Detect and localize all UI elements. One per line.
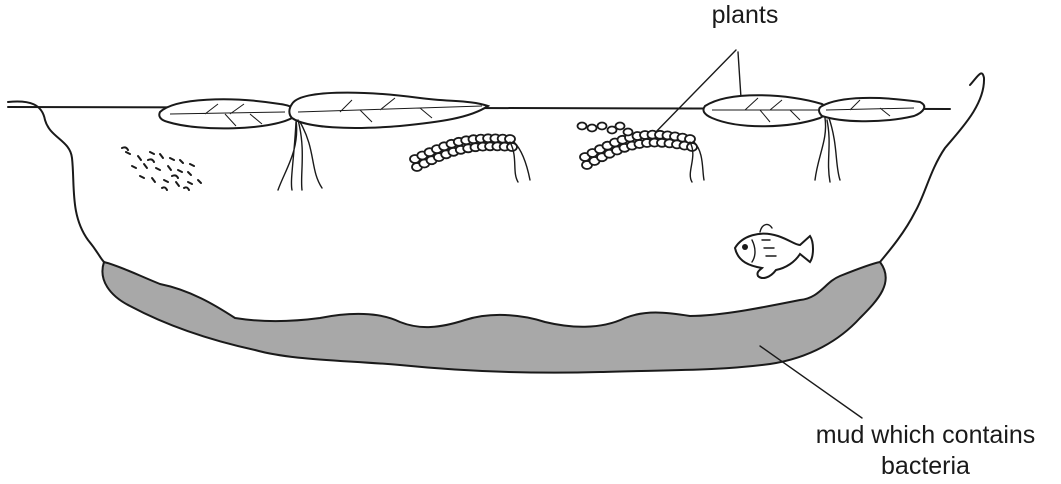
bead [578, 123, 587, 130]
mud-label-line-1: mud which contains [790, 420, 1061, 451]
plants-label: plants [690, 0, 800, 31]
mud-label: mud which contains bacteria [790, 420, 1061, 482]
plants-leader-line-2 [650, 50, 736, 138]
mud-layer [102, 262, 885, 373]
mud-label-line-2: bacteria [790, 451, 1061, 482]
bead [598, 123, 607, 130]
bead-chain-plant-right [578, 123, 705, 183]
bead [616, 123, 625, 130]
floating-plant-right [703, 95, 924, 182]
floating-plant-left [159, 93, 488, 190]
fish [735, 225, 813, 278]
bead [588, 125, 597, 132]
chain-roots [510, 142, 530, 182]
bead [624, 129, 633, 136]
mud-leader-line [760, 346, 862, 418]
bead-chain-plant-middle [410, 134, 530, 182]
plants-leader-line [738, 52, 741, 98]
algae-cluster [122, 147, 201, 190]
